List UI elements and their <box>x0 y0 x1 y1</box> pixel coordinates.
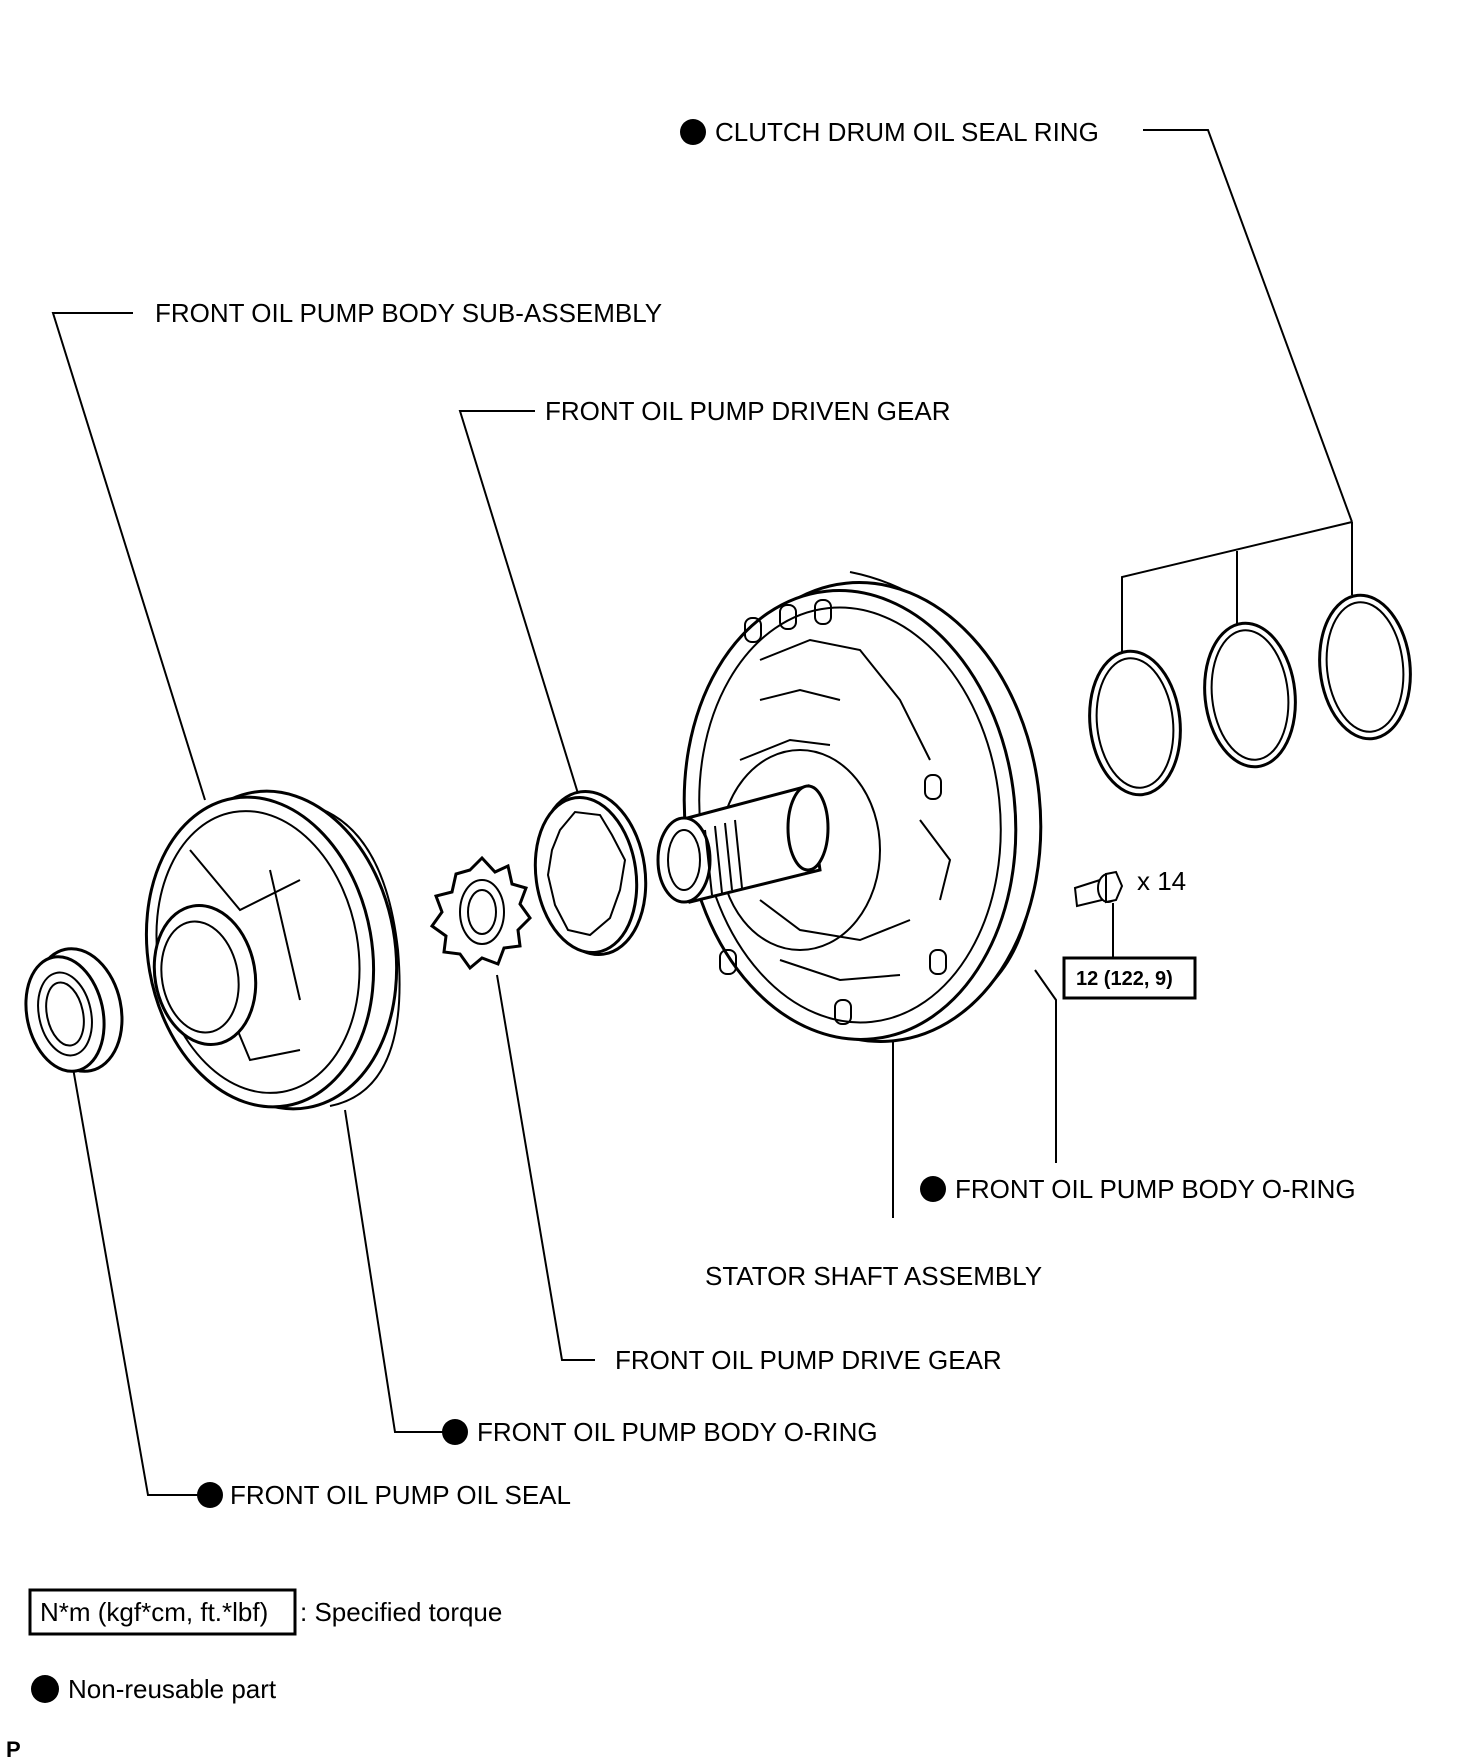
legend-non-reusable-text: Non-reusable part <box>68 1674 277 1704</box>
leader-lines <box>51 129 1353 1496</box>
non-reusable-marker <box>680 119 706 145</box>
label-front-oil-pump-drive-gear: FRONT OIL PUMP DRIVE GEAR <box>615 1345 1002 1375</box>
corner-mark: P <box>6 1737 21 1762</box>
label-front-oil-pump-body-o-ring-left: FRONT OIL PUMP BODY O-RING <box>477 1417 878 1447</box>
label-bolt-quantity: x 14 <box>1137 866 1186 896</box>
non-reusable-marker <box>920 1176 946 1202</box>
label-front-oil-pump-driven-gear: FRONT OIL PUMP DRIVEN GEAR <box>545 396 950 426</box>
label-bolt-torque: 12 (122, 9) <box>1076 968 1173 990</box>
clutch-drum-oil-seal-rings-part <box>1088 593 1412 797</box>
non-reusable-marker <box>442 1419 468 1445</box>
label-front-oil-pump-body-sub-assembly: FRONT OIL PUMP BODY SUB-ASSEMBLY <box>155 298 662 328</box>
label-stator-shaft-assembly: STATOR SHAFT ASSEMBLY <box>705 1261 1042 1291</box>
part-labels: CLUTCH DRUM OIL SEAL RING FRONT OIL PUMP… <box>155 117 1356 1510</box>
front-oil-pump-drive-gear-part <box>429 855 532 971</box>
label-front-oil-pump-body-o-ring-right: FRONT OIL PUMP BODY O-RING <box>955 1174 1356 1204</box>
front-oil-pump-driven-gear-part <box>533 789 648 957</box>
legend-torque-unit: N*m (kgf*cm, ft.*lbf) <box>40 1597 268 1627</box>
label-front-oil-pump-oil-seal: FRONT OIL PUMP OIL SEAL <box>230 1480 571 1510</box>
torque-box <box>1062 956 1197 1000</box>
label-clutch-drum-oil-seal-ring: CLUTCH DRUM OIL SEAL RING <box>715 117 1099 147</box>
front-oil-pump-body-part <box>144 789 401 1111</box>
legend-torque-box <box>28 1588 297 1636</box>
stator-shaft-assembly-part <box>656 571 1043 1043</box>
front-oil-pump-oil-seal-part <box>24 947 124 1073</box>
bolt-part <box>1073 870 1124 908</box>
legend-non-reusable-marker <box>31 1675 59 1703</box>
non-reusable-marker <box>197 1482 223 1508</box>
legend-torque-text: : Specified torque <box>300 1597 502 1627</box>
legend: N*m (kgf*cm, ft.*lbf) : Specified torque… <box>28 1588 502 1704</box>
